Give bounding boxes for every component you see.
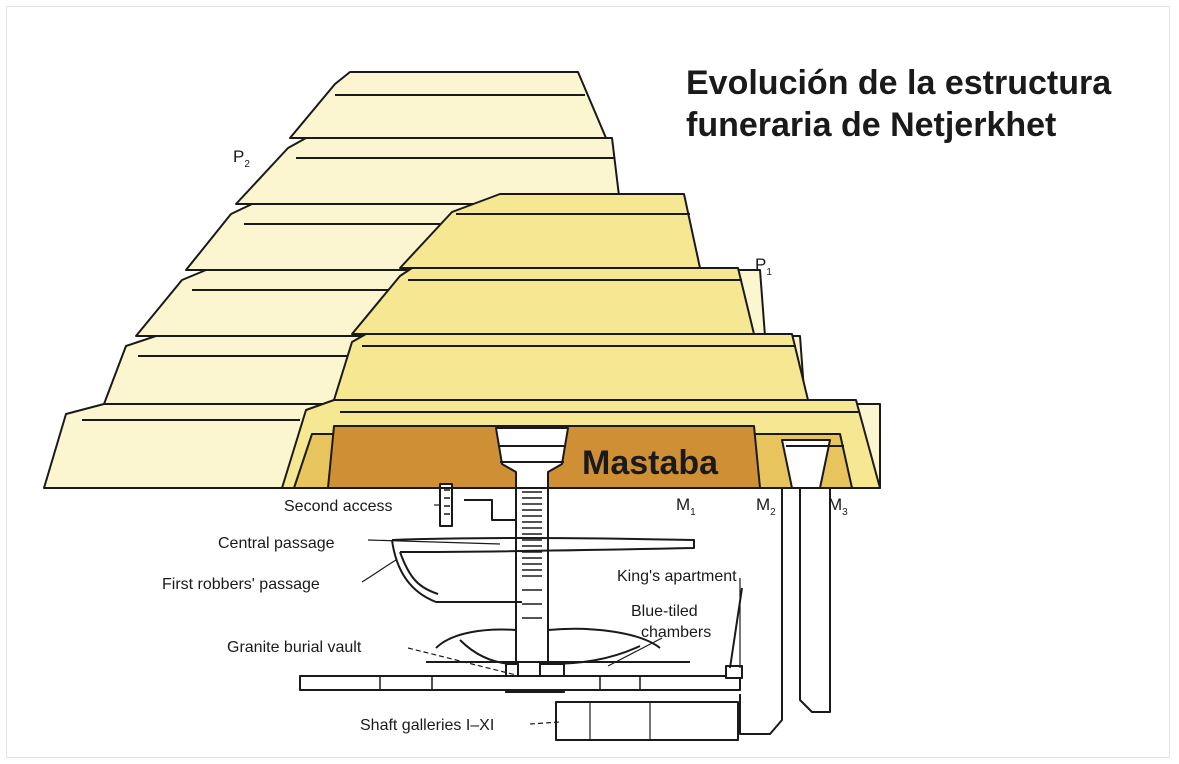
m3-label: M3: [828, 495, 848, 518]
figure-title: Evolución de la estructura funeraria de …: [686, 62, 1111, 146]
king-apartment-shaft: [739, 488, 831, 735]
kings-apartment-label: King's apartment: [617, 568, 737, 585]
shaft-galleries: [555, 701, 739, 741]
blue-tiled-label-line-2: chambers: [641, 624, 711, 641]
p1-step-3: [351, 267, 755, 335]
first-robbers-passage: [391, 539, 522, 603]
central-passage-label: Central passage: [218, 535, 335, 552]
p1-step-4: [399, 193, 701, 269]
mastaba-core: [293, 425, 853, 489]
mastaba-label: Mastaba: [582, 444, 719, 482]
p1-step-2: [333, 333, 809, 401]
shaft-galleries-label: Shaft galleries I–XI: [360, 717, 494, 734]
second-access-label: Second access: [284, 498, 393, 515]
underground-works: [299, 483, 831, 741]
m2-label: M2: [756, 495, 776, 518]
figure-frame: [6, 6, 1170, 758]
blue-tiled-label-line-1: Blue-tiled: [631, 603, 698, 620]
m1-label: M1: [676, 495, 696, 518]
p2-step-5: [235, 137, 621, 205]
central-shaft: [495, 427, 569, 663]
granite-vault-label: Granite burial vault: [227, 639, 362, 656]
title-line-2: funeraria de Netjerkhet: [686, 106, 1057, 144]
p2-label: P2: [233, 147, 250, 170]
central-passage: [391, 537, 695, 553]
p2-step-6: [289, 71, 607, 139]
title-line-1: Evolución de la estructura: [686, 64, 1112, 102]
leader-lines: [361, 504, 741, 725]
first-robbers-passage-label: First robbers' passage: [162, 576, 320, 593]
p1-label: P1: [755, 255, 772, 278]
